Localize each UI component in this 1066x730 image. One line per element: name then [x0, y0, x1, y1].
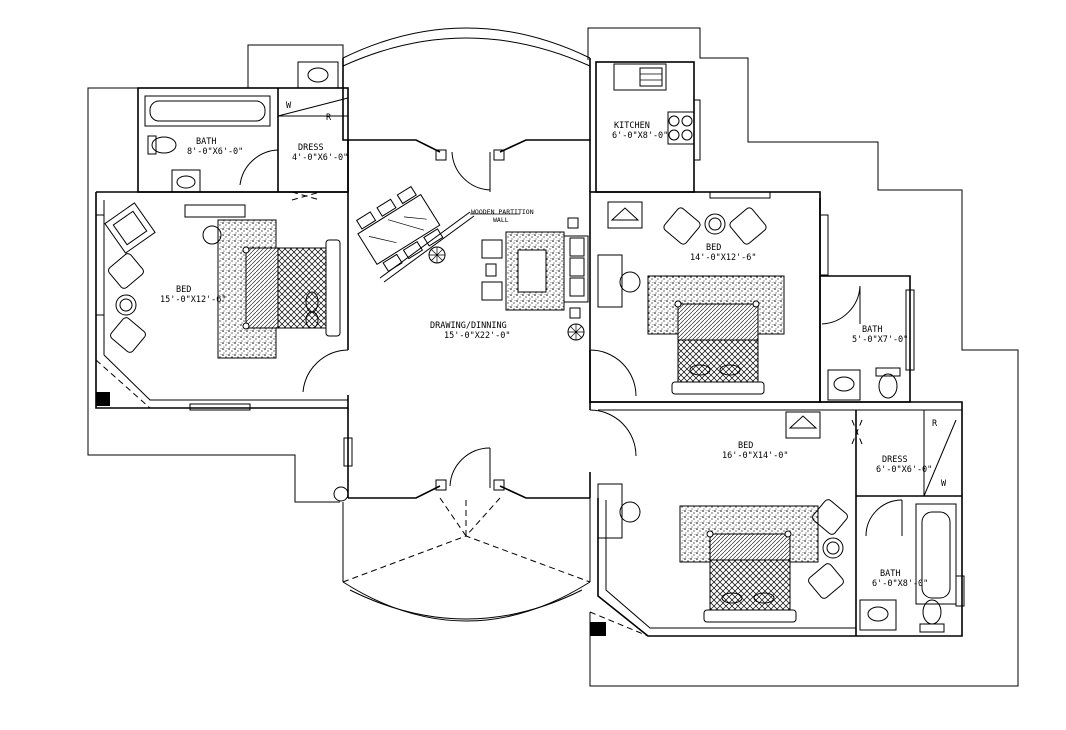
bath-right-size: 5'-0"X7'-0": [852, 335, 908, 345]
wardrobe-r-label-2: R: [932, 419, 938, 429]
site-boundary: [87, 27, 1019, 687]
sofa-set: [481, 231, 589, 311]
bath-bottom-name: BATH: [880, 569, 900, 579]
bottom-bath-fixtures: R W: [859, 419, 957, 633]
bed-left-size: 15'-0"X12'-6": [160, 295, 227, 305]
bottom-bed: [679, 505, 819, 623]
bath-top-name: BATH: [196, 137, 216, 147]
basin-top: [171, 61, 339, 193]
dress-bottom-name: DRESS: [882, 455, 908, 465]
wardrobe-w-label-2: W: [941, 479, 947, 489]
right-upper-chairs: [597, 201, 767, 308]
wooden-partition: WOODEN PARTITION WALL: [379, 208, 534, 283]
dress-top-size: 4'-0"X6'-0": [292, 153, 348, 163]
plant-pots: [428, 217, 585, 341]
bathtub-top: [144, 95, 271, 127]
bottom-bay-window: [342, 497, 591, 622]
bed-right-size: 14'-0"X12'-6": [690, 253, 757, 263]
bath-top-size: 8'-0"X6'-0": [187, 147, 243, 157]
kitchen-size: 6'-0"X8'-0": [612, 131, 668, 141]
partition-label-1: WOODEN PARTITION: [471, 208, 534, 216]
bath-bottom-size: 6'-0"X8'-0": [872, 579, 928, 589]
right-bath-fixtures: [827, 367, 901, 401]
kitchen-name: KITCHEN: [614, 121, 650, 131]
bath-right-name: BATH: [862, 325, 882, 335]
dress-bottom-size: 6'-0"X6'-0": [876, 465, 932, 475]
left-chairs: [104, 202, 156, 353]
wardrobe-w-label: W: [286, 101, 292, 111]
bed-bottom-name: BED: [738, 441, 753, 451]
left-bed: [184, 204, 341, 359]
drawing-size: 15'-0"X22'-0": [444, 331, 511, 341]
bed-right-name: BED: [706, 243, 721, 253]
bottom-right-walls: [589, 401, 965, 637]
bed-bottom-size: 16'-0"X14'-0": [722, 451, 789, 461]
dining-table: [355, 185, 444, 273]
toilet-top: [147, 135, 177, 155]
drawing-name: DRAWING/DINNING: [430, 321, 507, 331]
wardrobe-top: W R: [277, 97, 349, 123]
wardrobe-r-label: R: [326, 113, 332, 123]
room-labels: BATH 8'-0"X6'-0" DRESS 4'-0"X6'-0" KITCH…: [160, 121, 932, 589]
right-bed-upper: [647, 275, 785, 395]
bed-left-name: BED: [176, 285, 191, 295]
bottom-bed-furniture: [597, 411, 848, 599]
top-bay-window: [342, 27, 591, 153]
partition-label-2: WALL: [493, 216, 509, 224]
dress-top-name: DRESS: [298, 143, 324, 153]
